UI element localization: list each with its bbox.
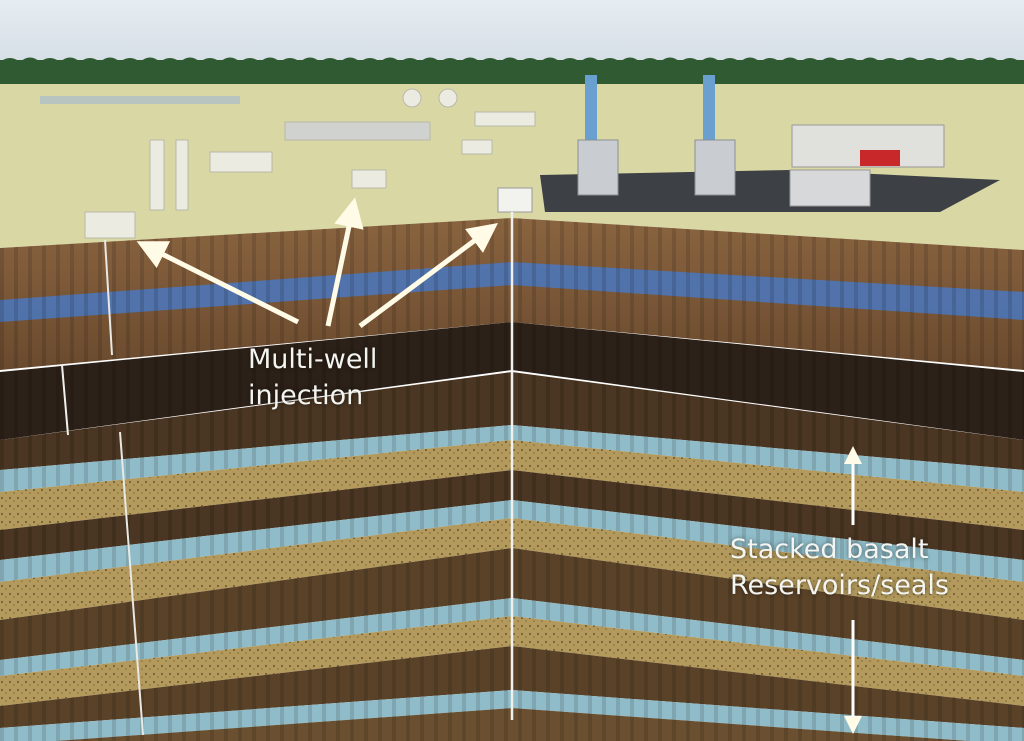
stacked-basalt-label: Stacked basalt Reservoirs/seals (730, 532, 949, 604)
label-line: Reservoirs/seals (730, 570, 949, 601)
multi-well-injection-label: Multi-well injection (248, 342, 377, 414)
injection-arrows (136, 197, 499, 329)
label-line: Multi-well (248, 344, 378, 375)
distant-facilities (84, 88, 536, 239)
label-line: Stacked basalt (730, 534, 929, 565)
depth-marker (61, 364, 69, 436)
arrow-to-center-well (358, 223, 499, 329)
basalt-seal-texture (55, 708, 969, 741)
injection-well-left (104, 239, 113, 356)
tree-tops (0, 57, 1024, 70)
monitoring-well (119, 431, 144, 736)
label-line: injection (248, 380, 364, 411)
arrow-to-left-well (136, 241, 300, 325)
arrow-to-middle-well (325, 197, 364, 327)
basalt-seal-texture (0, 322, 1024, 440)
pond (40, 96, 240, 104)
capture-plant (497, 75, 1000, 213)
